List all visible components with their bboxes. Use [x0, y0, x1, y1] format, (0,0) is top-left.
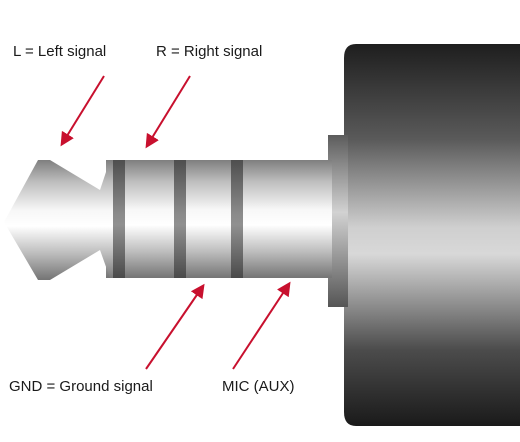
insulator-ring-2 [174, 160, 186, 278]
insulator-ring-3 [231, 160, 243, 278]
label-left-signal: L = Left signal [13, 43, 107, 60]
tip-contact [4, 160, 114, 280]
label-ground-signal: GND = Ground signal [9, 378, 153, 395]
insulator-ring-1 [113, 160, 125, 278]
label-mic: MIC (AUX) [222, 378, 295, 395]
arrow-left-signal [60, 75, 105, 147]
arrow-mic [232, 281, 291, 370]
sleeve-contact [106, 160, 332, 278]
label-right-signal: R = Right signal [156, 43, 263, 60]
arrow-ground-signal [145, 283, 205, 370]
arrow-right-signal [145, 75, 191, 149]
plug-body [344, 44, 520, 426]
plug-collar [328, 135, 348, 307]
